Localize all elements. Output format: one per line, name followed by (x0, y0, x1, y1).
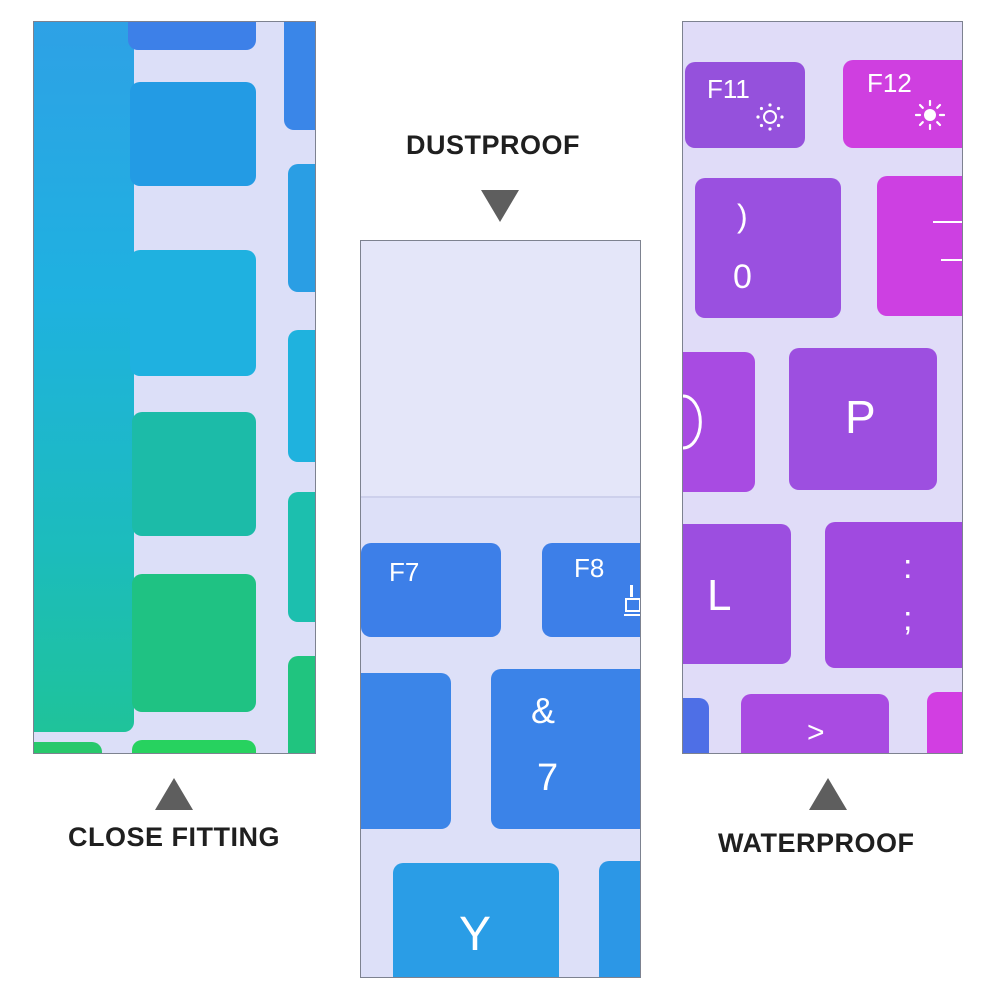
key-l: L (683, 524, 791, 664)
key-minus (877, 176, 962, 316)
waterproof-caption: WATERPROOF (718, 828, 915, 858)
keyboard-key (128, 22, 256, 50)
key-o (683, 352, 755, 492)
key-0: ) 0 (695, 178, 841, 318)
key-f8: F8 (542, 543, 640, 637)
key-f7-label: F7 (389, 557, 420, 587)
key-p: P (789, 348, 937, 490)
key-semicolon-shift-label: : (903, 548, 913, 586)
key-f7: F7 (361, 543, 501, 637)
brightness-down-icon (756, 103, 784, 131)
minus-underscore-icon (933, 221, 962, 261)
key-y: Y (393, 863, 559, 977)
key-period-shift-label: > (807, 716, 825, 749)
keyboard-key (599, 861, 640, 977)
key-7-shift-label: & (531, 690, 556, 731)
keyboard-key (132, 574, 256, 712)
keyboard-key (288, 330, 315, 462)
key-l-label: L (707, 571, 732, 620)
arrow-up-icon (155, 778, 193, 810)
keyboard-key (927, 692, 962, 753)
keyboard-key (284, 22, 315, 130)
close-fitting-caption: CLOSE FITTING (68, 822, 280, 852)
letter-o-partial (683, 394, 702, 450)
key-f12-label: F12 (867, 68, 912, 98)
key-f12: F12 (843, 60, 962, 148)
key-semicolon: : ; (825, 522, 962, 668)
keyboard-key (132, 740, 256, 753)
keyboard-key (130, 82, 256, 186)
key-semicolon-label: ; (903, 600, 913, 638)
keyboard-key (683, 698, 709, 753)
keyboard-cover-lip (361, 241, 640, 498)
keyboard-key (130, 250, 256, 376)
key-7: & 7 (491, 669, 640, 829)
key-y-label: Y (459, 908, 492, 961)
key-7-label: 7 (537, 757, 559, 799)
keyboard-key (288, 492, 315, 622)
keyboard-key (361, 673, 451, 829)
key-period: > (741, 694, 889, 753)
play-pause-icon (624, 585, 640, 616)
key-0-shift-label: ) (737, 198, 748, 234)
key-f8-label: F8 (574, 553, 605, 583)
close-fitting-panel (33, 21, 316, 754)
key-f11-label: F11 (707, 74, 750, 104)
key-0-label: 0 (733, 258, 752, 296)
key-p-label: P (845, 391, 876, 443)
arrow-up-icon (809, 778, 847, 810)
dustproof-caption: DUSTPROOF (406, 130, 581, 160)
waterproof-panel: F11 F12 ) 0 (682, 21, 963, 754)
arrow-down-icon (481, 190, 519, 222)
key-f11: F11 (685, 62, 805, 148)
keyboard-key (288, 656, 315, 753)
keyboard-key (288, 164, 315, 292)
keyboard-key (132, 412, 256, 536)
keyboard-key (34, 742, 102, 753)
dustproof-panel: F7 F8 & 7 Y (360, 240, 641, 978)
brightness-up-icon (915, 100, 945, 130)
keyboard-long-key (34, 22, 134, 732)
